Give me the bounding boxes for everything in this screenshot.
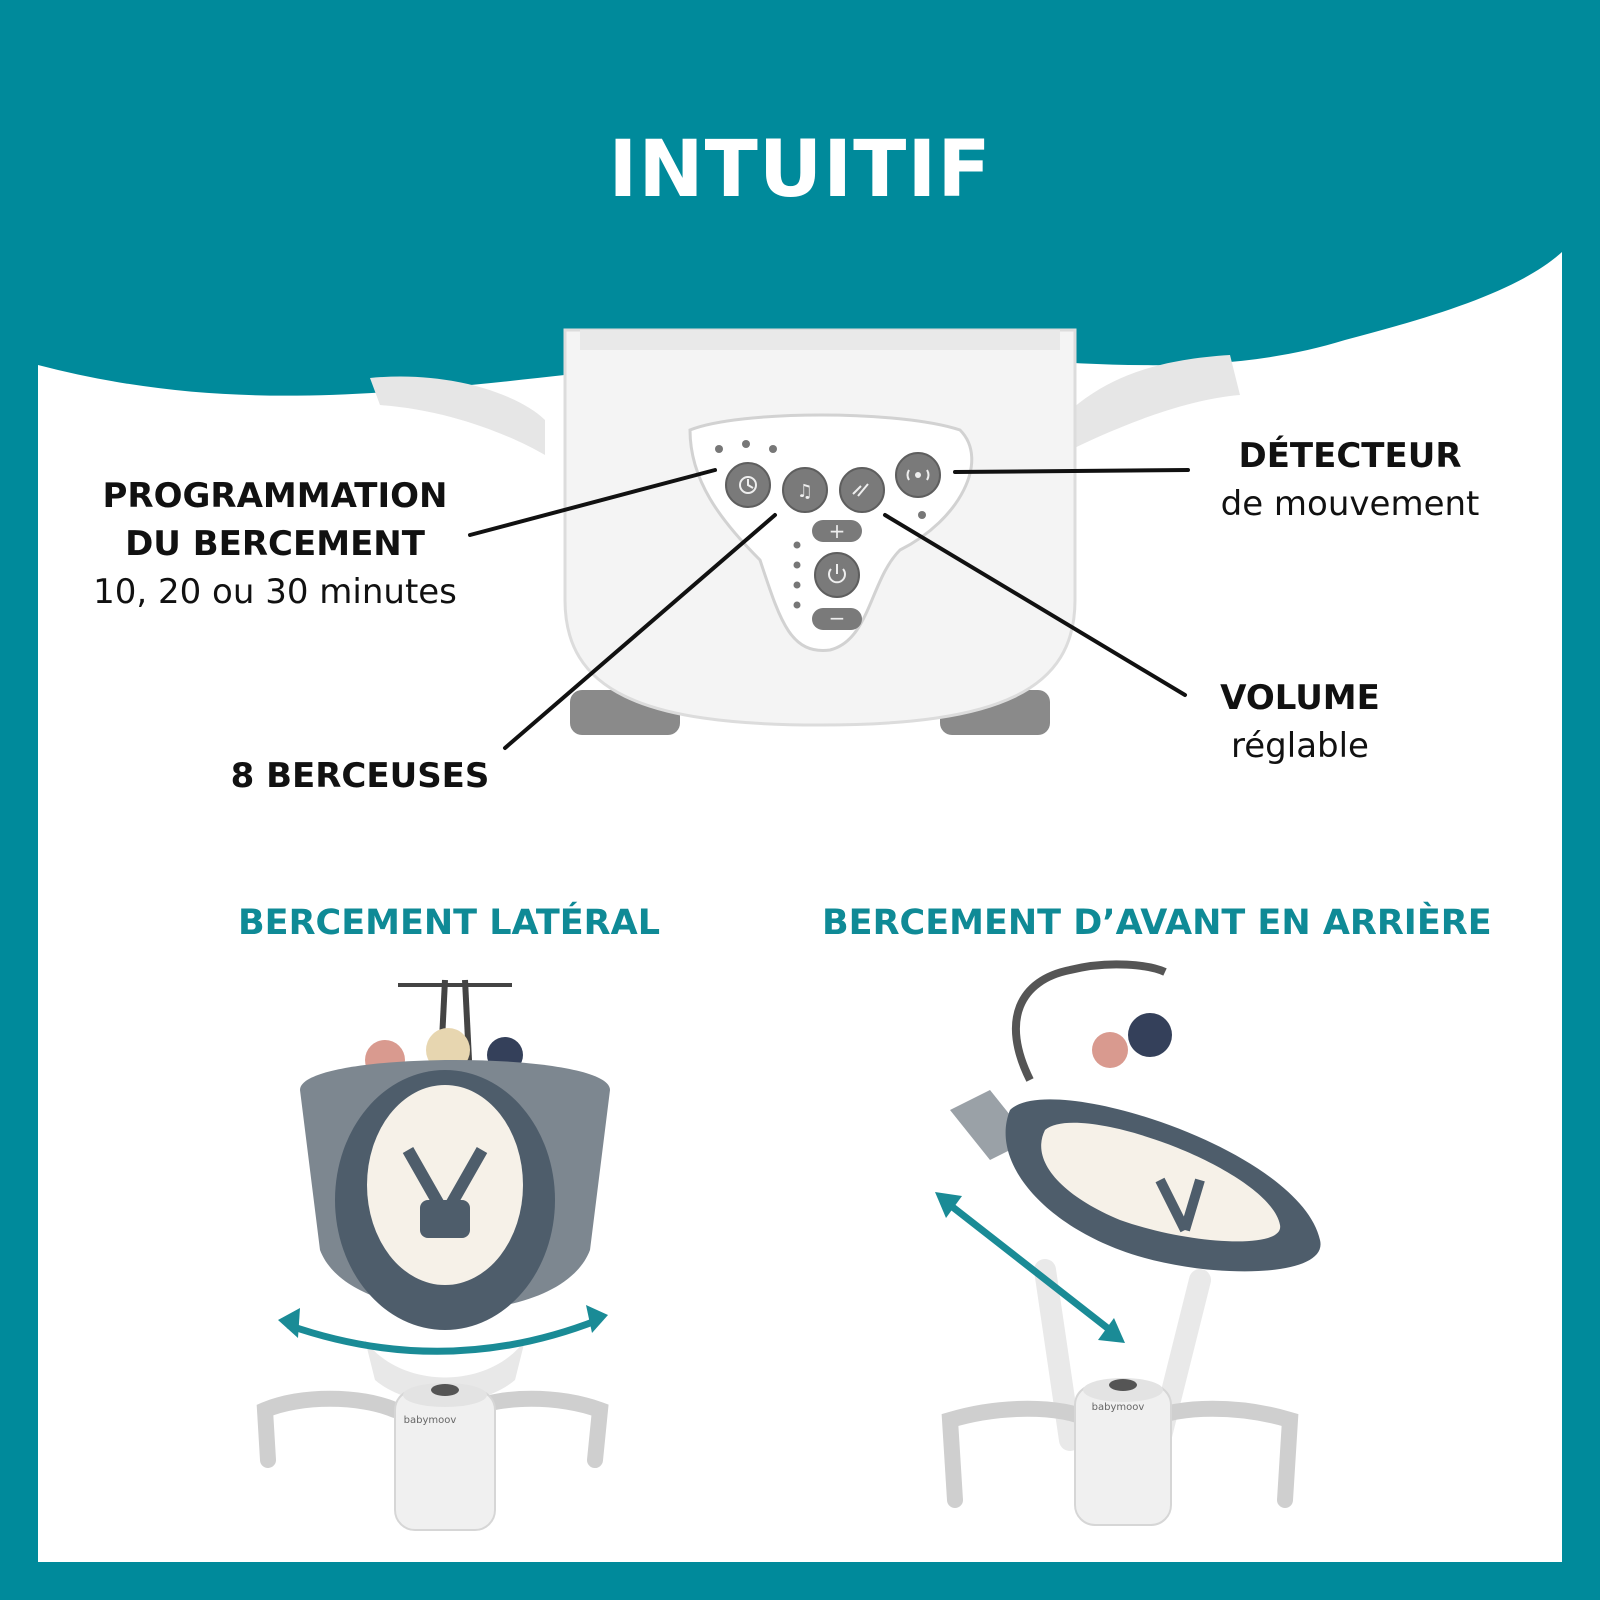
callout-volume-label: VOLUME xyxy=(1220,678,1380,718)
music-note-icon: ♫ xyxy=(797,481,813,502)
callout-detecteur-detail: de mouvement xyxy=(1220,484,1480,524)
lateral-swing-illustration: babymoov xyxy=(256,979,610,1531)
callout-programmation-detail: 10, 20 ou 30 minutes xyxy=(93,572,457,612)
callout-berceuses-label: 8 BERCEUSES xyxy=(230,756,490,796)
timer-button[interactable] xyxy=(725,462,771,508)
callout-volume-detail: réglable xyxy=(1231,726,1369,766)
minus-icon: − xyxy=(829,606,846,630)
section-title-front-back: BERCEMENT D’AVANT EN ARRIÈRE xyxy=(822,903,1492,943)
callout-programmation-line1: PROGRAMMATION xyxy=(102,476,448,516)
power-icon xyxy=(828,564,846,584)
brand-logo-left: babymoov xyxy=(404,1415,457,1426)
callout-detecteur: DÉTECTEUR de mouvement xyxy=(1180,432,1520,528)
motion-sensor-button[interactable] xyxy=(895,452,941,498)
minus-button[interactable]: − xyxy=(812,606,862,630)
callout-volume: VOLUME réglable xyxy=(1190,674,1410,770)
callout-detecteur-label: DÉTECTEUR xyxy=(1238,436,1462,476)
brand-logo-right: babymoov xyxy=(1092,1402,1145,1413)
section-title-lateral: BERCEMENT LATÉRAL xyxy=(238,903,661,943)
callout-programmation: PROGRAMMATION DU BERCEMENT 10, 20 ou 30 … xyxy=(60,472,490,616)
volume-button[interactable] xyxy=(839,467,885,513)
timer-icon xyxy=(739,476,757,494)
callout-berceuses: 8 BERCEUSES xyxy=(220,752,500,800)
power-button[interactable] xyxy=(814,552,860,598)
front-back-swing-illustration: babymoov xyxy=(941,960,1321,1526)
volume-icon xyxy=(852,483,869,497)
callout-lines xyxy=(468,468,1190,750)
motion-sensor-icon xyxy=(906,469,930,481)
lullaby-button[interactable]: ♫ xyxy=(782,467,828,513)
plus-button[interactable]: + xyxy=(812,519,862,543)
lateral-motion-arrow xyxy=(278,1305,608,1355)
plus-icon: + xyxy=(829,519,846,543)
front-back-motion-arrow xyxy=(935,1192,1125,1343)
callout-programmation-line2: DU BERCEMENT xyxy=(125,524,425,564)
page-title: INTUITIF xyxy=(608,125,992,215)
